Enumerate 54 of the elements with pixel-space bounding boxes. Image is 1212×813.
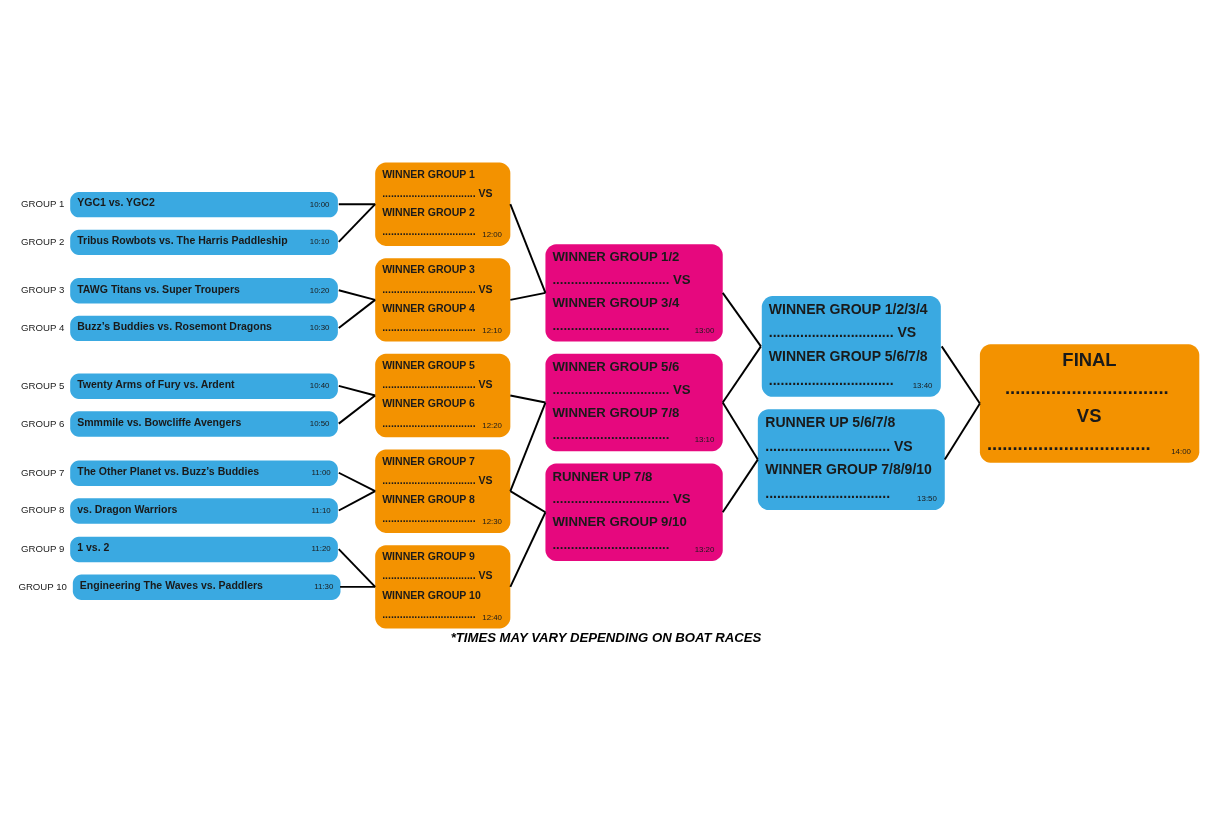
connector bbox=[337, 394, 377, 425]
node-box: FINAL ................................ VS ................................ 14:00 bbox=[979, 344, 1200, 463]
node-box: Buzz’s Buddies vs. Rosemont Dragons 10:30 bbox=[70, 315, 338, 342]
connector bbox=[721, 458, 759, 514]
node-box: RUNNER UP 7/8 ................................ VS WINNER GROUP 9/10 ................................ 13:20 bbox=[545, 463, 723, 561]
node-box: WINNER GROUP 9 ................................ VS WINNER GROUP 10 ................................ 12:40 bbox=[375, 545, 511, 629]
node-box: WINNER GROUP 3 ................................ VS WINNER GROUP 4 ................................ 12:10 bbox=[375, 258, 511, 342]
connector bbox=[721, 345, 762, 404]
node-box: WINNER GROUP 1 ................................ VS WINNER GROUP 2 ................................ 12:00 bbox=[375, 162, 511, 246]
node-label: GROUP 2 bbox=[21, 235, 65, 247]
node-box: WINNER GROUP 5 ................................ VS WINNER GROUP 6 ................................ 12:20 bbox=[375, 353, 511, 438]
node-box: vs. Dragon Warriors 11:10 bbox=[70, 498, 338, 524]
connector bbox=[509, 490, 547, 514]
node-label: GROUP 8 bbox=[21, 504, 65, 516]
node-label: GROUP 5 bbox=[21, 379, 65, 391]
node-box: TAWG Titans vs. Super Troupers 10:20 bbox=[70, 277, 338, 304]
connector bbox=[337, 384, 377, 397]
connector bbox=[509, 394, 547, 404]
connector bbox=[509, 203, 547, 294]
connector bbox=[721, 291, 762, 348]
node-box: WINNER GROUP 5/6 ................................ VS WINNER GROUP 7/8 ................................ 13:10 bbox=[545, 353, 723, 452]
connector bbox=[940, 345, 981, 405]
node-box: Tribus Rowbots vs. The Harris Paddleship 10:10 bbox=[70, 229, 338, 256]
node-label: GROUP 6 bbox=[21, 417, 65, 429]
node-box: Engineering The Waves vs. Paddlers 11:30 bbox=[72, 574, 341, 600]
node-box: WINNER GROUP 1/2 ................................ VS WINNER GROUP 3/4 ................................ 13:00 bbox=[545, 244, 723, 342]
node-box: Twenty Arms of Fury vs. Ardent 10:40 bbox=[70, 373, 338, 400]
node-label: GROUP 9 bbox=[21, 543, 65, 555]
connector bbox=[721, 401, 759, 461]
connector bbox=[337, 548, 377, 588]
connector bbox=[509, 291, 547, 301]
node-label: GROUP 7 bbox=[21, 466, 65, 478]
node-label: GROUP 10 bbox=[18, 580, 67, 592]
node-label: GROUP 3 bbox=[21, 284, 65, 296]
connector bbox=[337, 298, 377, 329]
node-box: The Other Planet vs. Buzz’s Buddies 11:00 bbox=[70, 460, 338, 486]
connector bbox=[509, 401, 547, 493]
caption: *TIMES MAY VARY DEPENDING ON BOAT RACES bbox=[450, 629, 762, 645]
node-box: 1 vs. 2 11:20 bbox=[70, 536, 338, 563]
connector bbox=[337, 203, 377, 206]
connector bbox=[337, 289, 377, 301]
node-box: RUNNER UP 5/6/7/8 ................................ VS WINNER GROUP 7/8/9/10 ................................ 13:50 bbox=[757, 409, 945, 511]
connector bbox=[509, 511, 547, 588]
connector bbox=[337, 471, 377, 493]
node-box: Smmmile vs. Bowcliffe Avengers 10:50 bbox=[70, 411, 338, 437]
node-box: WINNER GROUP 1/2/3/4 ................................ VS WINNER GROUP 5/6/7/8 ................................ 13:40 bbox=[761, 295, 941, 397]
connector bbox=[339, 585, 377, 588]
node-label: GROUP 4 bbox=[21, 321, 65, 333]
connector bbox=[337, 490, 377, 512]
node-box: YGC1 vs. YGC2 10:00 bbox=[70, 191, 338, 218]
node-label: GROUP 1 bbox=[21, 198, 65, 210]
node-box: WINNER GROUP 7 ................................ VS WINNER GROUP 8 ................................ 12:30 bbox=[375, 449, 511, 533]
connector bbox=[943, 402, 981, 461]
connector bbox=[337, 203, 377, 243]
